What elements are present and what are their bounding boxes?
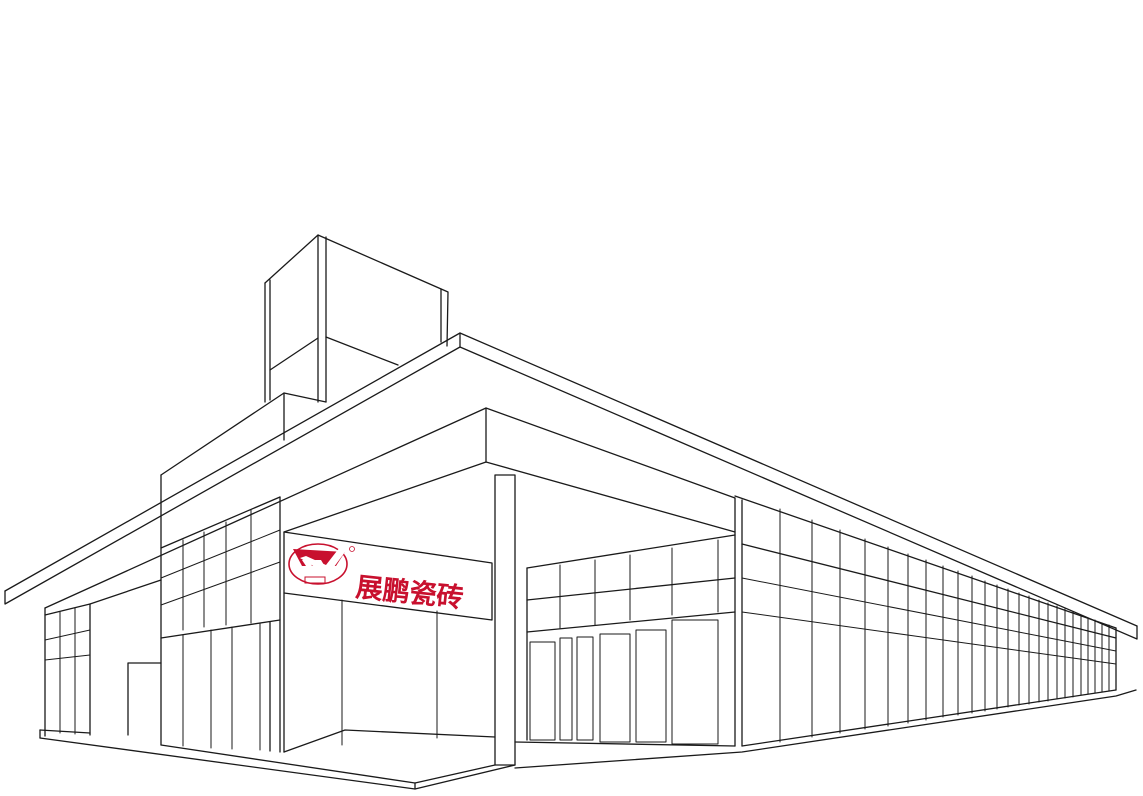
entrance-wall — [283, 592, 496, 753]
rooftop-tower — [264, 234, 449, 403]
ground-base — [39, 689, 1137, 790]
brand-sign — [283, 461, 493, 621]
canopy — [4, 332, 1138, 737]
brand-name: 展鹏瓷砖 — [354, 572, 465, 614]
entrance-glazing — [485, 461, 743, 747]
corner-column — [494, 474, 516, 766]
side-facade — [741, 508, 1117, 747]
left-glazing — [160, 496, 281, 753]
left-facade — [39, 499, 162, 746]
rooftop-box — [160, 392, 327, 501]
brand-logo-icon — [288, 543, 355, 585]
